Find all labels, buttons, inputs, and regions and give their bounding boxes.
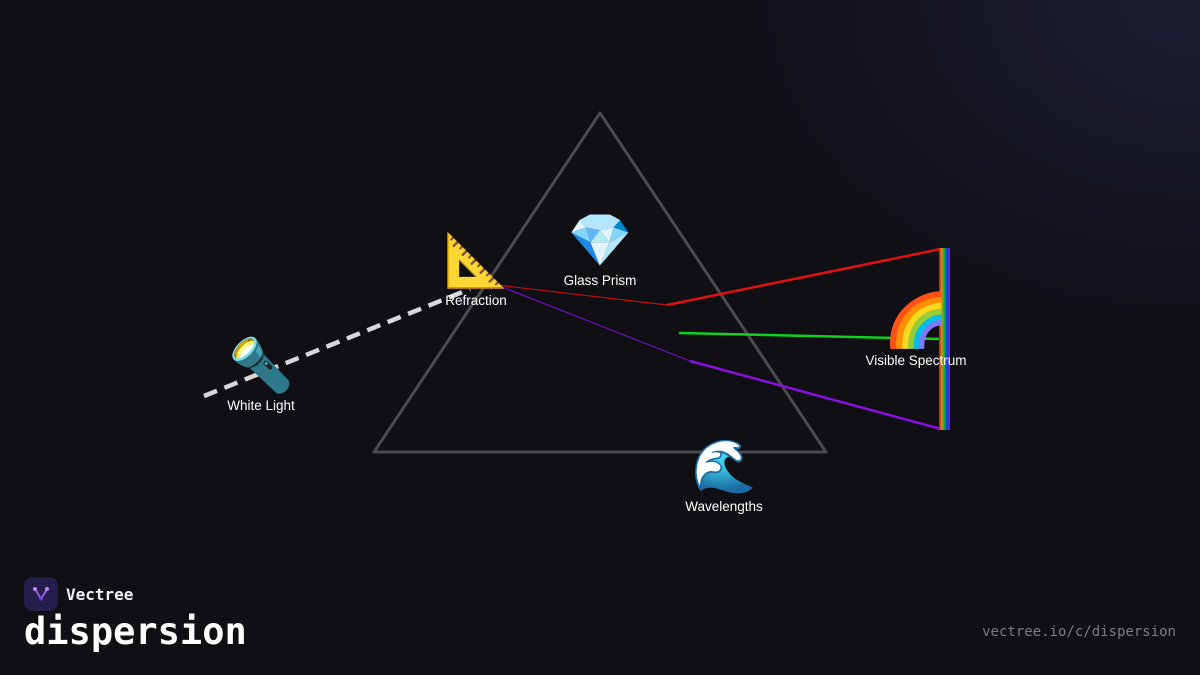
spectrum-screen [939,248,950,430]
brand: Vectree [24,577,133,611]
white-light-beam [203,286,471,399]
node-wavelengths: 🌊 Wavelengths [685,437,763,514]
node-label: Refraction [445,293,507,308]
node-label: Visible Spectrum [865,353,967,368]
wave-icon: 🌊 [691,437,757,497]
node-label: White Light [227,398,295,413]
rainbow-icon: 🌈 [883,291,949,351]
green-ray [678,331,942,341]
prism-triangle [372,111,828,454]
vectree-logo-icon [24,577,58,611]
inner-red-ray [496,284,668,306]
node-white-light: 🔦 White Light [227,336,295,413]
inner-violet-ray [496,284,691,362]
gem-icon: 💎 [567,211,633,271]
triangular-ruler-icon: 📐 [443,231,509,291]
node-label: Wavelengths [685,499,763,514]
node-visible-spectrum: 🌈 Visible Spectrum [865,291,966,368]
violet-ray [689,359,942,431]
node-label: Glass Prism [563,273,637,288]
brand-name: Vectree [66,584,134,604]
node-glass-prism: 💎 Glass Prism [564,211,637,288]
page-title: dispersion [24,610,247,653]
node-refraction: 📐 Refraction [444,231,509,308]
page-url[interactable]: vectree.io/c/dispersion [982,624,1176,640]
red-ray [666,247,942,307]
flashlight-icon: 🔦 [228,336,294,396]
